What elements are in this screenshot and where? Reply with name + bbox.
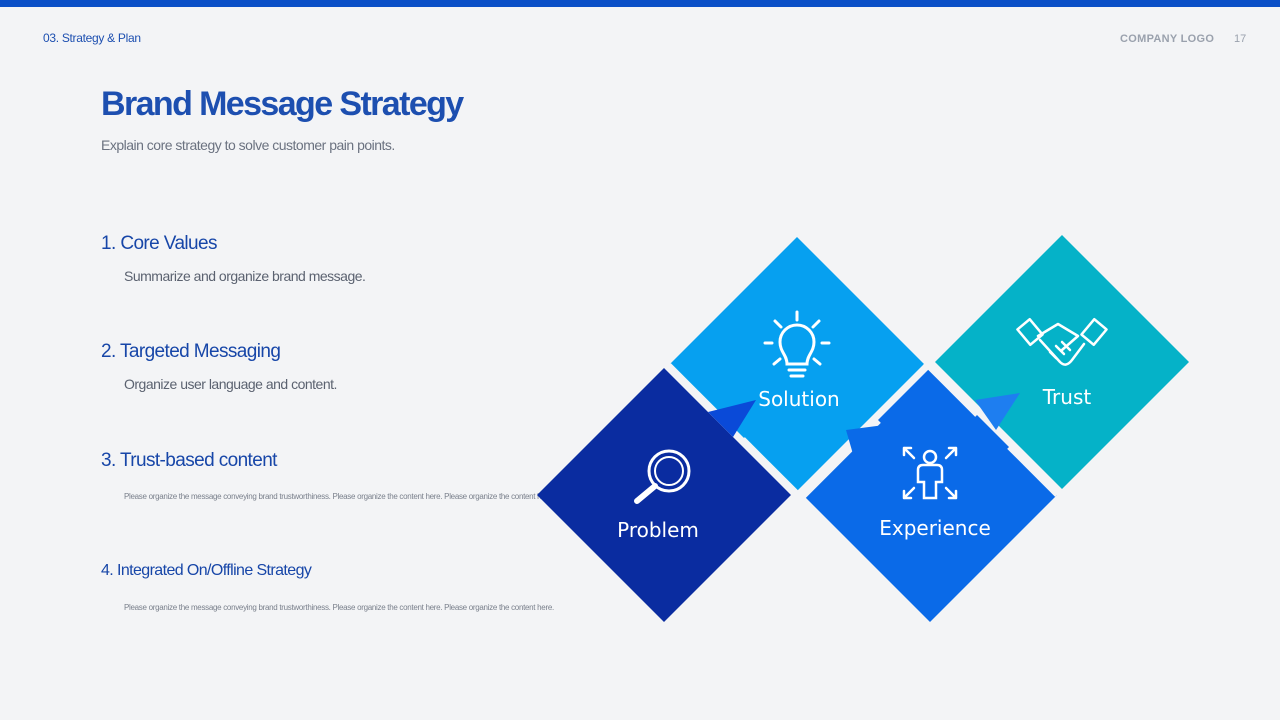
page-number: 17: [1234, 33, 1247, 45]
page-subtitle: Explain core strategy to solve customer …: [101, 137, 395, 153]
arrow-experience-to-trust: [975, 393, 1020, 430]
handshake-icon: [1016, 317, 1108, 366]
arrow-solution-to-experience: [846, 424, 892, 461]
item-heading-trust-content: 3. Trust-based content: [101, 450, 277, 471]
trust-label: Trust: [1042, 385, 1092, 409]
separator-line: [1007, 443, 1061, 497]
top-accent-bar: [0, 0, 1280, 7]
item-heading-targeted-messaging: 2. Targeted Messaging: [101, 341, 281, 362]
problem-label: Problem: [617, 518, 699, 542]
lightbulb-icon: [763, 310, 831, 378]
magnifier-icon: [634, 449, 691, 504]
item-heading-core-values: 1. Core Values: [101, 233, 217, 254]
separator-line: [739, 437, 801, 499]
item-heading-integrated-strategy: 4. Integrated On/Offline Strategy: [101, 562, 312, 579]
experience-label: Experience: [879, 516, 991, 540]
item-desc-targeted-messaging: Organize user language and content.: [124, 376, 337, 392]
company-logo: COMPANY LOGO: [1120, 33, 1215, 45]
item-desc-core-values: Summarize and organize brand message.: [124, 268, 366, 284]
arrow-problem-to-solution: [708, 400, 756, 437]
solution-label: Solution: [758, 387, 839, 411]
separator-line: [665, 363, 719, 417]
page-title: Brand Message Strategy: [101, 85, 464, 123]
item-desc-integrated-strategy: Please organize the message conveying br…: [124, 603, 554, 612]
separator-line: [923, 359, 981, 417]
item-desc-trust-content: Please organize the message conveying br…: [124, 492, 554, 501]
person-focus-icon: [902, 446, 958, 500]
section-label: 03. Strategy & Plan: [43, 31, 141, 45]
